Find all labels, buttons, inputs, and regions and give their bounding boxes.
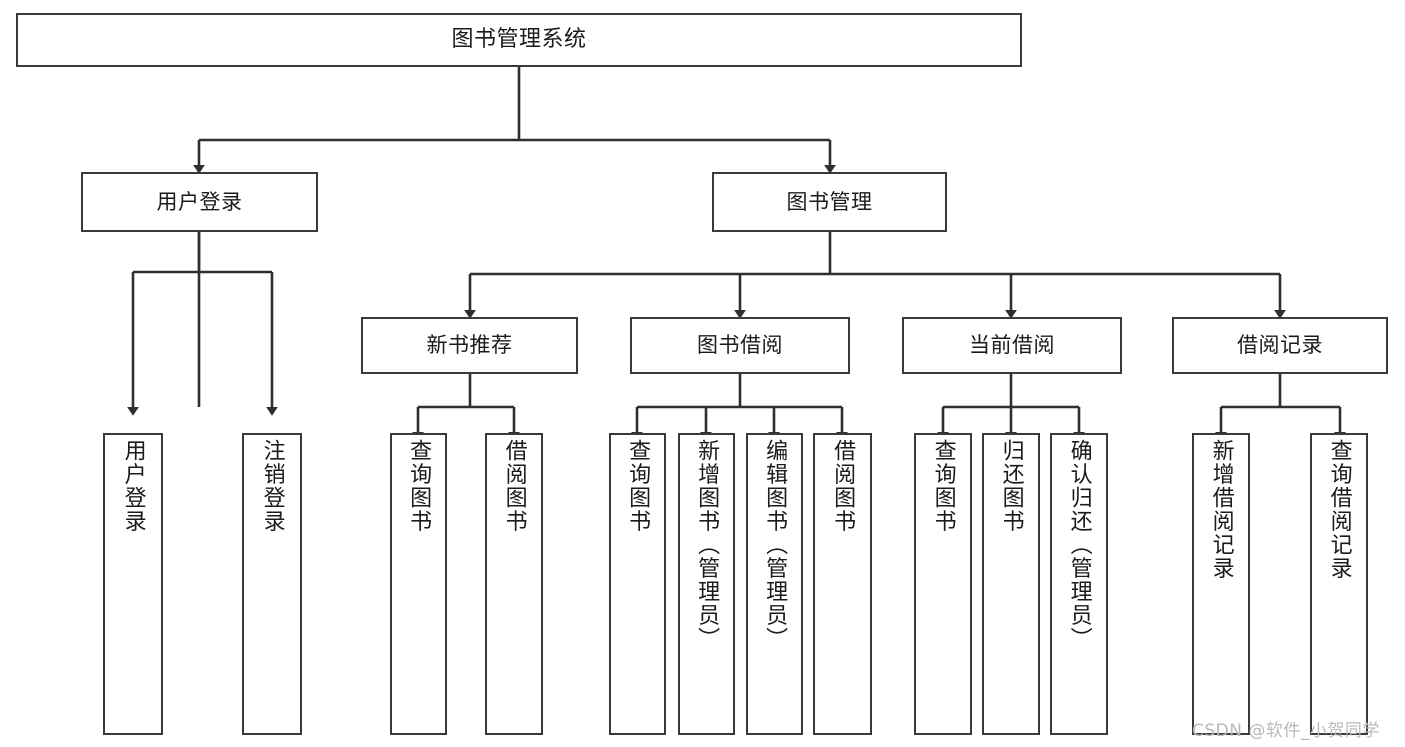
node-root-label: 图书管理系统 <box>451 27 587 53</box>
leaf-query-record-label: 查询借阅记录 <box>1326 439 1352 580</box>
node-root[interactable]: 图书管理系统 <box>16 13 1022 67</box>
leaf-edit-book-label: 编辑图书（管理员） <box>762 439 788 651</box>
leaf-add-book-label: 新增图书（管理员） <box>694 439 720 651</box>
node-book-management-label: 图书管理 <box>786 189 873 214</box>
leaf-query-book-2[interactable]: 查询图书 <box>609 433 666 735</box>
leaf-add-book[interactable]: 新增图书（管理员） <box>678 433 735 735</box>
leaf-query-book-3[interactable]: 查询图书 <box>914 433 972 735</box>
node-book-borrow-label: 图书借阅 <box>697 333 783 358</box>
leaf-return-book-label: 归还图书 <box>998 439 1024 533</box>
leaf-query-book-2-label: 查询图书 <box>625 439 651 533</box>
leaf-user-login[interactable]: 用户登录 <box>103 433 163 735</box>
node-borrow-record[interactable]: 借阅记录 <box>1172 317 1388 374</box>
leaf-add-record-label: 新增借阅记录 <box>1208 439 1234 580</box>
node-user-login[interactable]: 用户登录 <box>81 172 318 232</box>
leaf-borrow-book-1[interactable]: 借阅图书 <box>485 433 543 735</box>
leaf-query-book-1[interactable]: 查询图书 <box>390 433 447 735</box>
node-user-login-label: 用户登录 <box>156 189 243 214</box>
node-new-book-recommend-label: 新书推荐 <box>426 333 513 358</box>
csdn-watermark: CSDN @软件_小贺同学 <box>1192 721 1380 741</box>
leaf-return-book[interactable]: 归还图书 <box>982 433 1040 735</box>
leaf-logout[interactable]: 注销登录 <box>242 433 302 735</box>
node-borrow-record-label: 借阅记录 <box>1237 333 1323 358</box>
leaf-add-record[interactable]: 新增借阅记录 <box>1192 433 1250 735</box>
leaf-borrow-book-1-label: 借阅图书 <box>501 439 527 533</box>
leaf-borrow-book-2[interactable]: 借阅图书 <box>813 433 872 735</box>
leaf-logout-label: 注销登录 <box>259 439 285 533</box>
leaf-user-login-label: 用户登录 <box>120 439 146 533</box>
leaf-confirm-return-label: 确认归还（管理员） <box>1066 439 1092 651</box>
leaf-borrow-book-2-label: 借阅图书 <box>830 439 856 533</box>
node-current-borrow-label: 当前借阅 <box>969 333 1055 358</box>
leaf-query-record[interactable]: 查询借阅记录 <box>1310 433 1368 735</box>
leaf-query-book-1-label: 查询图书 <box>406 439 432 533</box>
node-book-borrow[interactable]: 图书借阅 <box>630 317 850 374</box>
leaf-query-book-3-label: 查询图书 <box>930 439 956 533</box>
node-current-borrow[interactable]: 当前借阅 <box>902 317 1122 374</box>
node-new-book-recommend[interactable]: 新书推荐 <box>361 317 578 374</box>
node-book-management[interactable]: 图书管理 <box>712 172 947 232</box>
leaf-confirm-return[interactable]: 确认归还（管理员） <box>1050 433 1108 735</box>
leaf-edit-book[interactable]: 编辑图书（管理员） <box>746 433 803 735</box>
